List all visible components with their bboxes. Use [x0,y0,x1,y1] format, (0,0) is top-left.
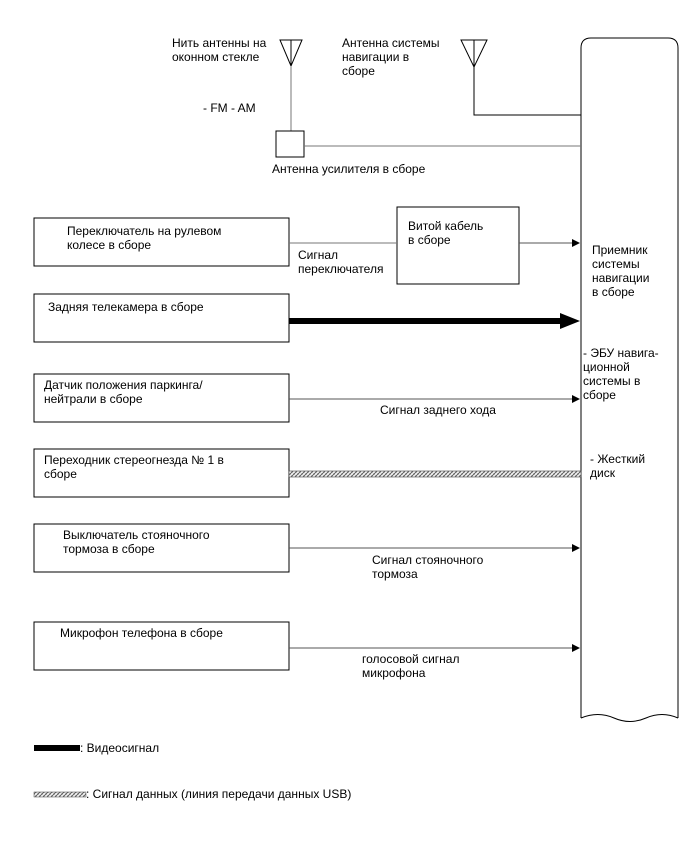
parking-brake-signal-label: Сигнал стояночного тормоза [372,553,484,581]
receiver-hdd-label: - Жесткий диск [590,452,646,480]
window-antenna-label: Нить антенны на оконном стекле [172,36,267,64]
legend-data-swatch [33,791,87,798]
receiver-ecu-label: - ЭБУ навига- ционной системы в сборе [583,346,659,402]
steering-switch-box [33,217,290,267]
voice-arrow-icon [572,644,580,652]
nav-antenna-label: Антенна системы навигации в сборе [342,36,440,78]
amplifier-label: Антенна усилителя в сборе [272,162,426,176]
switch-arrow-icon [572,239,580,247]
legend-video-label: : Видеосигнал [80,741,160,755]
receiver-box [580,37,679,718]
receiver-title: Приемник системы навигации в сборе [592,243,650,299]
receiver-bottom-edge [580,714,679,722]
microphone-label: Микрофон телефона в сборе [60,626,223,640]
window-antenna-icon [279,39,303,131]
parking-brake-arrow-icon [572,544,580,552]
voice-signal-label: голосовой сигнал микрофона [362,652,460,680]
data-line [288,470,582,478]
nav-antenna-icon [460,39,581,116]
switch-signal-label: Сигнал переключателя [298,248,384,276]
spiral-cable-label: Витой кабель в сборе [408,219,484,247]
legend-video-swatch [34,745,80,751]
parking-brake-label: Выключатель стояночного тормоза в сборе [63,528,210,556]
steering-switch-label: Переключатель на рулевом колесе в сборе [67,224,222,252]
park-neutral-box [33,373,290,423]
park-neutral-label: Датчик положения паркинга/ нейтрали в сб… [44,378,203,406]
microphone-box [33,621,290,671]
amplifier-box [275,130,305,158]
spiral-cable-box [396,206,520,285]
legend-data-label: : Сигнал данных (линия передачи данных U… [86,787,352,801]
reverse-signal-label: Сигнал заднего хода [380,403,496,417]
rear-camera-label: Задняя телекамера в сборе [48,300,204,314]
video-arrow-icon [560,313,580,329]
band-label: - FM - AM [203,101,256,115]
stereo-jack-label: Переходник стереогнезда № 1 в сборе [44,453,224,481]
video-line [289,318,560,324]
reverse-arrow-icon [572,395,580,403]
